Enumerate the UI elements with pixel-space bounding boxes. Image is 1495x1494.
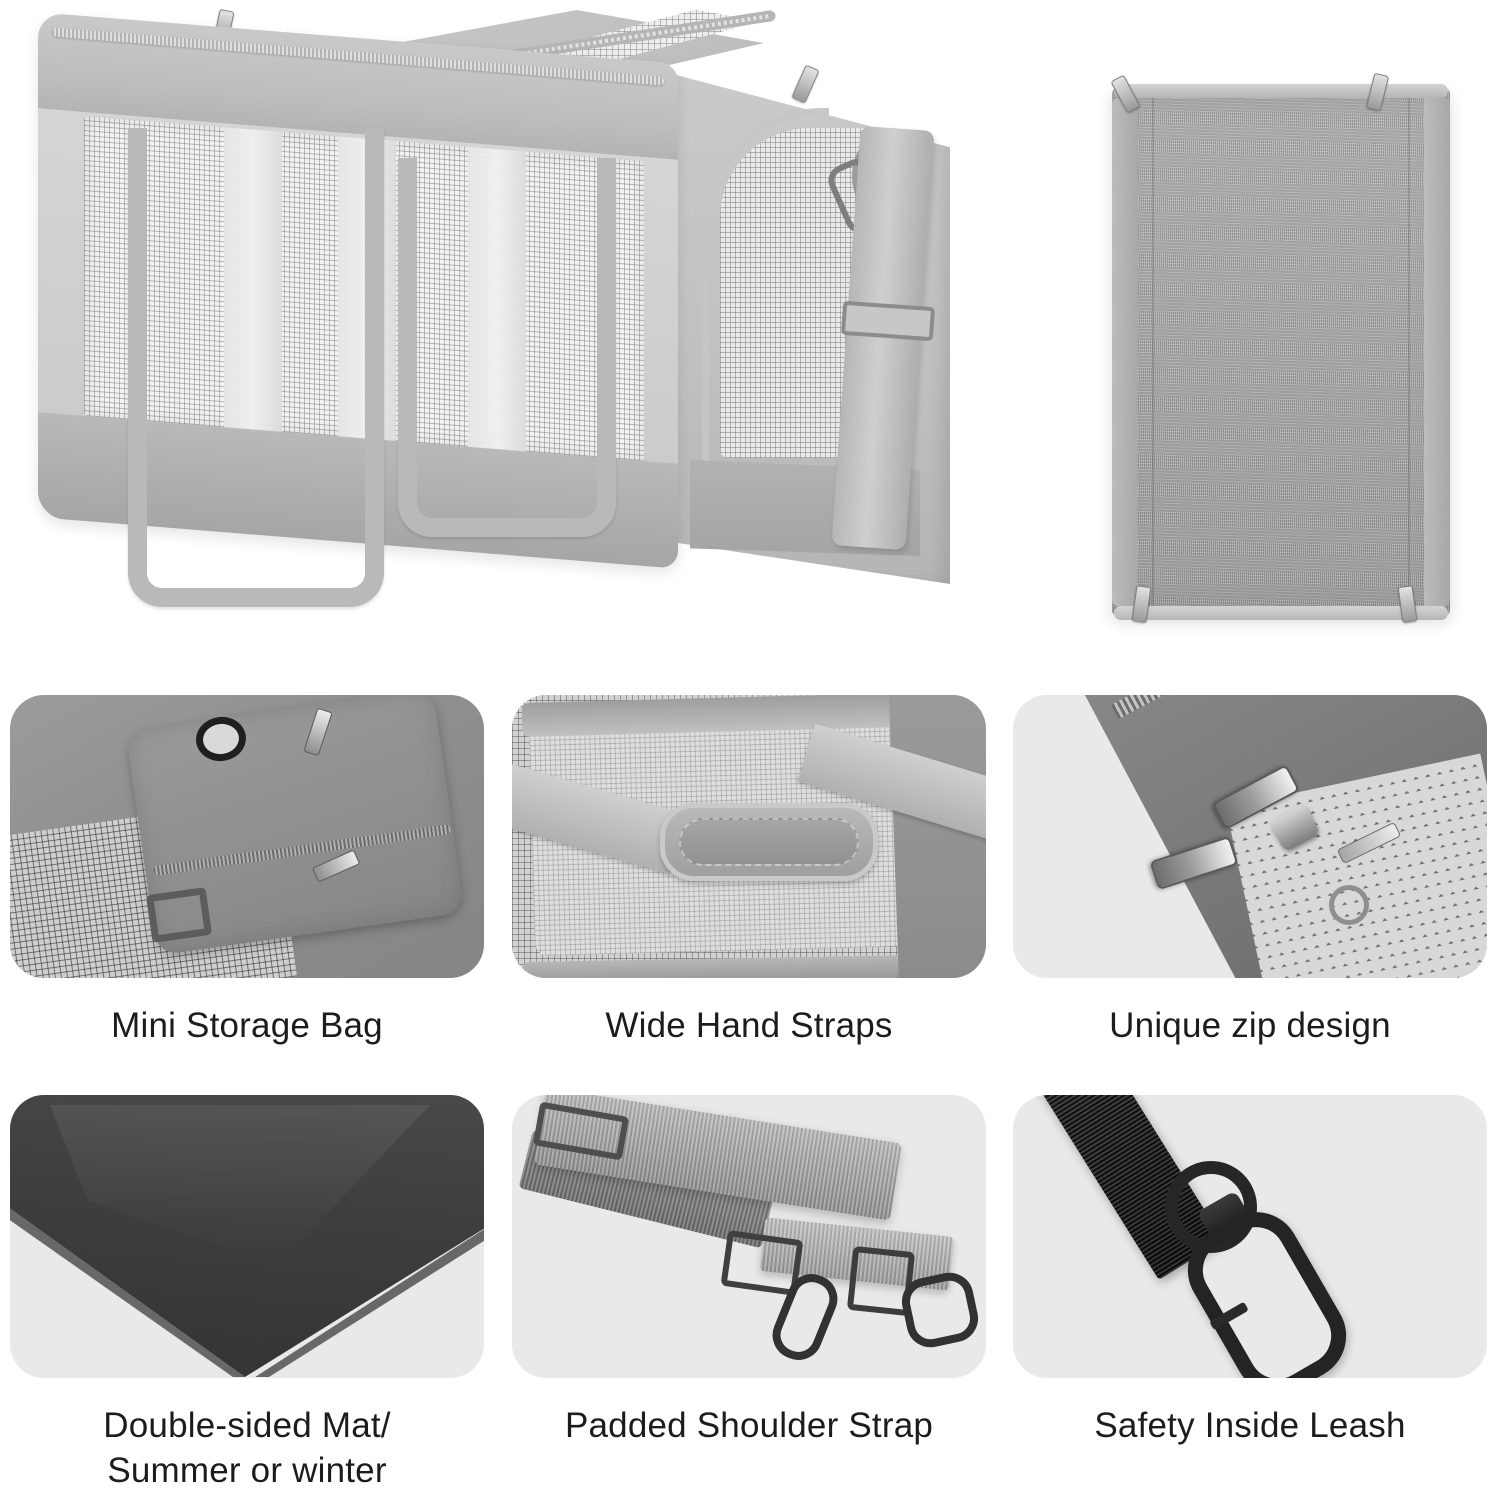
folded-carrier-right-edge [1424, 98, 1450, 606]
hand-strap-grip-padding [679, 818, 859, 866]
feature-cell-padded-shoulder-strap: Padded Shoulder Strap [512, 1095, 986, 1449]
feature-cell-mini-storage-bag: Mini Storage Bag [10, 695, 484, 1049]
padded-shoulder-strap-photo [512, 1095, 986, 1378]
folded-carrier-left-edge [1112, 98, 1138, 606]
feature-caption: Mini Storage Bag [111, 1006, 383, 1045]
feature-caption: Safety Inside Leash [1094, 1406, 1406, 1445]
carrier-shoulder-strap-slider [840, 300, 936, 342]
straps-side-fabric [888, 695, 986, 978]
carrier-side-zipper-pull [791, 64, 820, 104]
zip-small-ring [1329, 885, 1369, 925]
carrier-hand-strap-left [128, 128, 384, 607]
safety-inside-leash-photo [1013, 1095, 1487, 1378]
double-sided-mat-photo [10, 1095, 484, 1378]
folded-carrier-seam-right [1408, 96, 1410, 608]
feature-cell-double-sided-mat: Double-sided Mat/ Summer or winter [10, 1095, 484, 1494]
folded-carrier-top-zipper [1114, 84, 1448, 98]
storage-buckle [145, 887, 213, 943]
feature-caption: Double-sided Mat/ Summer or winter [103, 1406, 391, 1490]
mini-storage-bag-photo [10, 695, 484, 978]
unique-zip-design-photo [1013, 695, 1487, 978]
folded-carrier-image [1110, 72, 1450, 623]
carrier-side-curved-zipper [702, 108, 829, 495]
feature-grid: Mini Storage Bag Wide Hand Straps [0, 678, 1495, 1490]
folded-carrier-body [1112, 88, 1450, 616]
feature-cell-unique-zip-design: Unique zip design [1013, 695, 1487, 1049]
feature-cell-wide-hand-straps: Wide Hand Straps [512, 695, 986, 1049]
feature-caption: Unique zip design [1109, 1006, 1391, 1045]
folded-carrier-bottom-zipper [1114, 606, 1448, 620]
wide-hand-straps-photo [512, 695, 986, 978]
feature-caption: Wide Hand Straps [605, 1006, 893, 1045]
feature-caption: Padded Shoulder Strap [564, 1406, 934, 1445]
main-carrier-image [30, 8, 960, 638]
feature-cell-safety-inside-leash: Safety Inside Leash [1013, 1095, 1487, 1449]
hand-strap-grip [660, 803, 878, 881]
carrier-hand-strap-right [398, 158, 616, 537]
folded-carrier-seam-left [1152, 96, 1154, 608]
hero-product-row [0, 0, 1495, 678]
